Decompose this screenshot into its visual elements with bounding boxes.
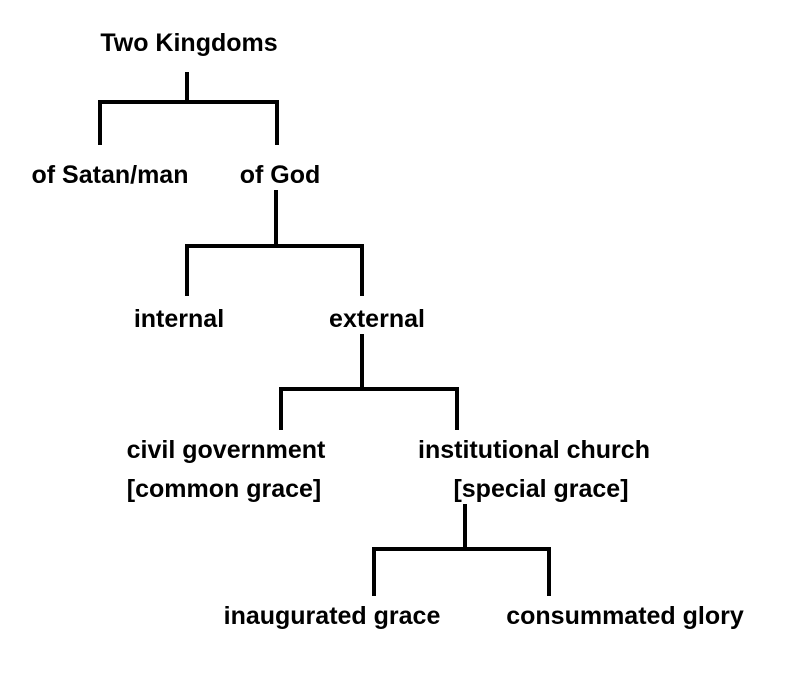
node-inaugurated-grace: inaugurated grace [224, 602, 441, 630]
connector-institutional-church [372, 504, 551, 596]
node-institutional-church: institutional church [418, 436, 650, 464]
connector-external [279, 334, 459, 430]
node-two-kingdoms: Two Kingdoms [100, 29, 277, 57]
connector-of-god [185, 190, 364, 296]
node-internal: internal [134, 305, 224, 333]
node-external: external [329, 305, 425, 333]
node-consummated-glory: consummated glory [506, 602, 744, 630]
node-common-grace: [common grace] [127, 475, 321, 503]
node-special-grace: [special grace] [453, 475, 628, 503]
node-of-satan-man: of Satan/man [32, 161, 189, 189]
connector-root [98, 72, 279, 145]
node-civil-government: civil government [127, 436, 326, 464]
node-of-god: of God [240, 161, 321, 189]
